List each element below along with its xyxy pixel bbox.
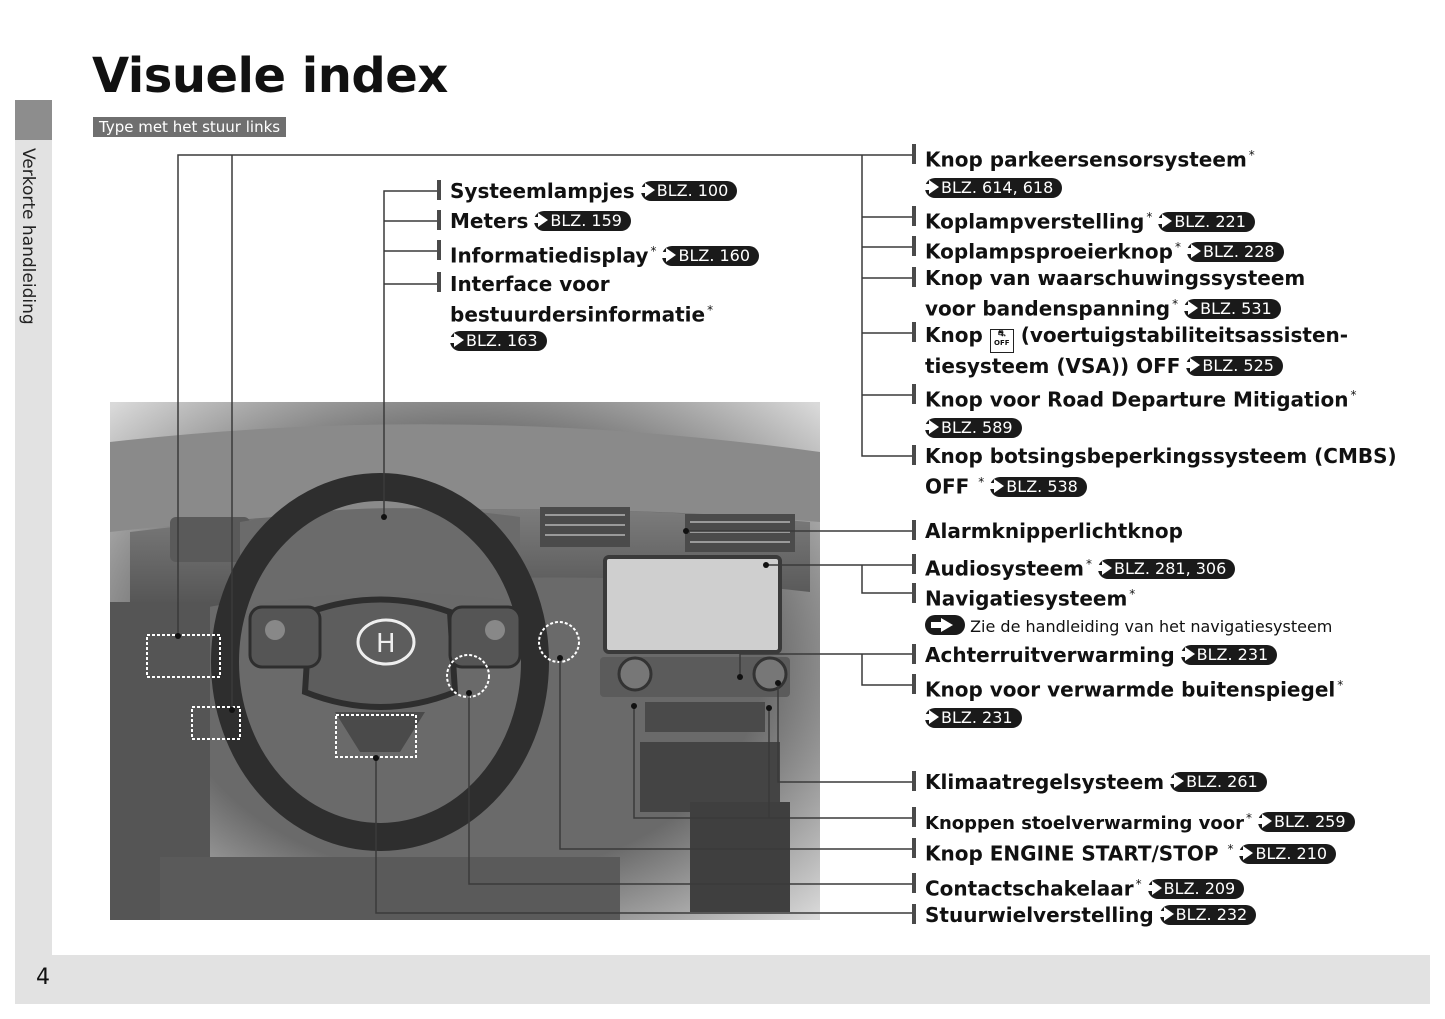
subtitle-tag: Type met het stuur links — [93, 117, 287, 137]
dashboard-image: H — [110, 402, 820, 920]
page-ref-badge[interactable]: BLZ. 100 — [636, 181, 738, 201]
label-cmbs-off: Knop botsingsbeperkingssysteem (CMBS) OF… — [925, 444, 1397, 499]
page-ref-badge[interactable]: BLZ. 160 — [658, 245, 760, 266]
label-headlight-leveling: Koplampverstelling*BLZ. 221 — [925, 204, 1255, 235]
page-ref-badge[interactable]: BLZ. 163 — [446, 330, 547, 351]
label-navigation: Navigatiesysteem* Zie de handleiding van… — [925, 586, 1333, 636]
label-vsa-off: Knop ⛐OFF (voertuigstabiliteitsassisten-… — [925, 323, 1349, 378]
page-ref-badge[interactable]: BLZ. 538 — [986, 476, 1087, 497]
label-text: Informatiedisplay — [450, 243, 649, 268]
page-ref-badge[interactable]: BLZ. 209 — [1143, 878, 1245, 899]
side-tab — [15, 100, 52, 140]
label-parking-sensor: Knop parkeersensorsysteem* BLZ. 614, 618 — [921, 147, 1255, 198]
page-title: Visuele index — [92, 48, 448, 104]
svg-text:H: H — [376, 629, 396, 659]
page-ref-badge[interactable]: BLZ. 614, 618 — [921, 177, 1063, 198]
label-tpms: Knop van waarschuwingssysteem voor bande… — [925, 266, 1306, 321]
label-text: Meters — [450, 209, 529, 233]
label-marker — [437, 240, 441, 260]
callout-box-left-panel — [146, 634, 221, 678]
page-ref-badge[interactable]: BLZ. 525 — [1182, 356, 1283, 376]
page-ref-badge[interactable]: BLZ. 159 — [530, 211, 631, 231]
callout-circle-start — [538, 621, 580, 663]
page-ref-badge[interactable]: BLZ. 232 — [1155, 905, 1257, 925]
side-strip — [15, 140, 52, 955]
page-ref-badge[interactable]: BLZ. 228 — [1182, 241, 1284, 262]
page-ref-badge[interactable]: BLZ. 589 — [921, 417, 1022, 438]
page-number: 4 — [36, 965, 50, 990]
label-seat-heater: Knoppen stoelverwarming voor*BLZ. 259 — [925, 805, 1355, 837]
label-hazard: Alarmknipperlichtknop — [925, 519, 1183, 543]
dashboard-illustration: H — [110, 402, 820, 920]
label-road-departure: Knop voor Road Departure Mitigation* BLZ… — [921, 387, 1357, 438]
page-ref-badge[interactable]: BLZ. 210 — [1235, 843, 1337, 864]
label-marker — [437, 210, 441, 230]
label-ignition: Contactschakelaar*BLZ. 209 — [925, 871, 1245, 902]
label-marker — [437, 180, 441, 200]
footer-bar — [15, 955, 1430, 1004]
page-ref-badge[interactable]: BLZ. 261 — [1166, 772, 1267, 792]
page-ref-badge[interactable]: BLZ. 231 — [921, 707, 1022, 728]
vsa-off-icon: ⛐OFF — [989, 329, 1014, 353]
callout-circle-ignition — [446, 654, 490, 698]
side-section-label: Verkorte handleiding — [18, 148, 38, 325]
label-text-line2: bestuurdersinformatie — [450, 302, 706, 327]
label-audio: Audiosysteem*BLZ. 281, 306 — [925, 551, 1236, 582]
page-ref-badge[interactable]: BLZ. 531 — [1180, 298, 1281, 319]
page-ref-badge[interactable] — [925, 614, 965, 635]
label-marker — [437, 272, 441, 292]
label-heated-mirror: Knop voor verwarmde buitenspiegel* BLZ. … — [921, 677, 1344, 728]
label-headlight-washer: Koplampsproeierknop*BLZ. 228 — [925, 234, 1284, 265]
page-ref-badge[interactable]: BLZ. 231 — [1176, 645, 1278, 665]
label-info-display: Informatiedisplay*BLZ. 160 — [450, 238, 760, 269]
label-text: Systeemlampjes — [450, 179, 635, 203]
page-ref-badge[interactable]: BLZ. 221 — [1154, 211, 1255, 232]
label-text: Interface voor — [450, 272, 610, 296]
page-ref-badge[interactable]: BLZ. 281, 306 — [1094, 558, 1236, 579]
label-engine-start: Knop ENGINE START/STOP *BLZ. 210 — [925, 836, 1337, 867]
page-ref-badge[interactable]: BLZ. 259 — [1253, 812, 1355, 832]
label-driver-interface: Interface voor bestuurdersinformatie* BL… — [446, 272, 714, 351]
